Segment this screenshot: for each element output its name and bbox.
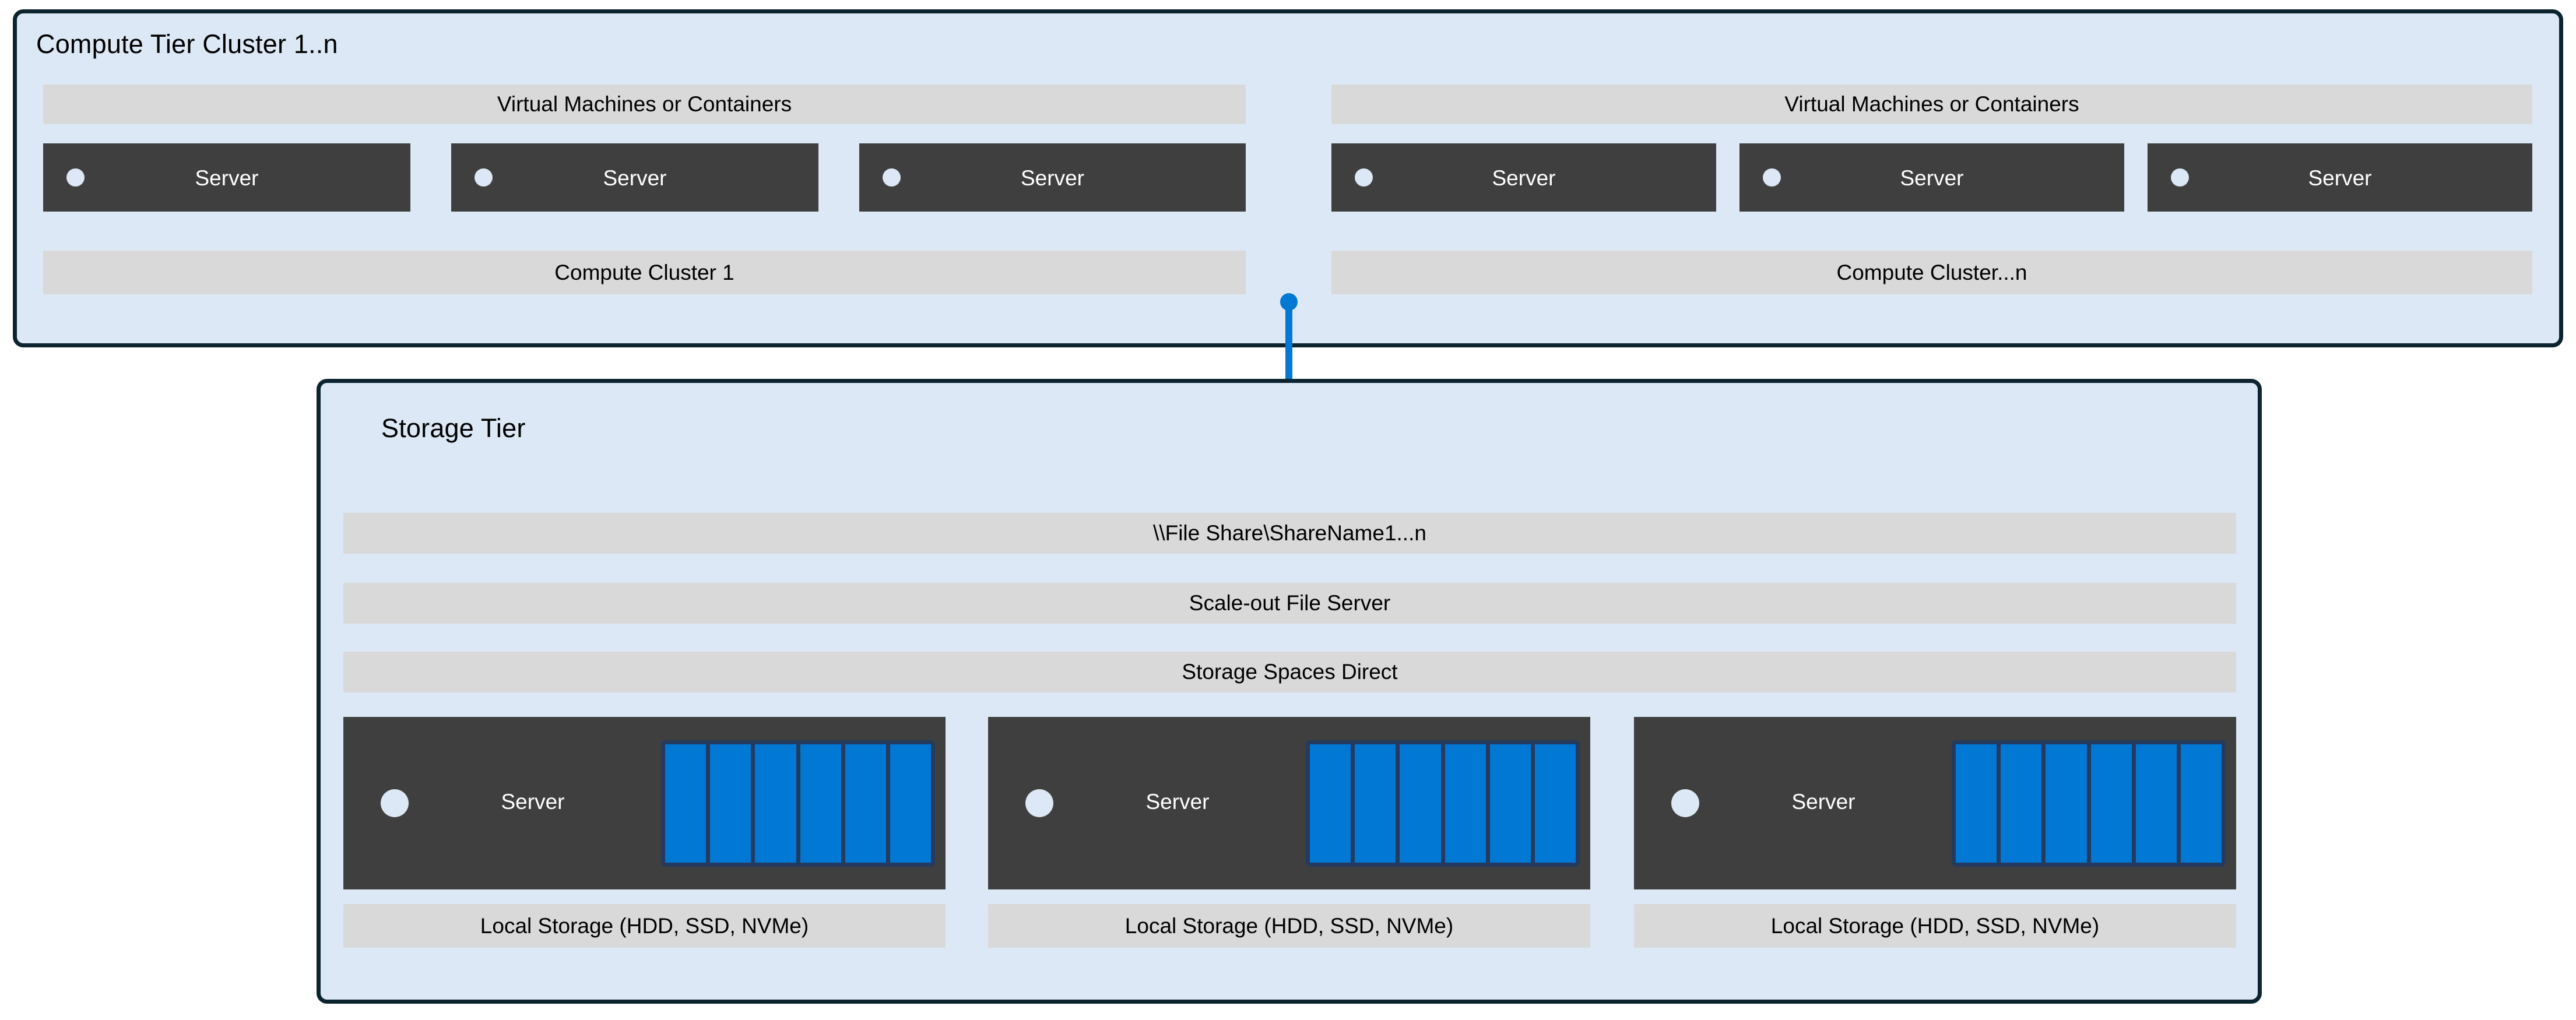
compute-tier-title: Compute Tier Cluster 1..n — [36, 29, 338, 59]
disk-icon — [1355, 744, 1396, 863]
storage-node-3-disk-array — [1952, 740, 2226, 867]
disk-icon — [1534, 744, 1576, 863]
compute-cluster-n-server-1[interactable]: Server — [1331, 143, 1716, 212]
disk-icon — [2001, 744, 2042, 863]
storage-node-1-local-storage-label: Local Storage (HDD, SSD, NVMe) — [343, 904, 946, 948]
status-led-icon — [1763, 168, 1781, 187]
storage-layer-storage-spaces-direct: Storage Spaces Direct — [343, 652, 2236, 692]
disk-icon — [890, 744, 932, 863]
disk-icon — [1310, 744, 1351, 863]
server-label: Server — [1145, 790, 1210, 814]
status-led-icon — [1025, 789, 1053, 817]
storage-node-2-local-storage-label: Local Storage (HDD, SSD, NVMe) — [988, 904, 1590, 948]
server-label: Server — [1900, 166, 1964, 190]
compute-cluster-1-server-2[interactable]: Server — [451, 143, 818, 212]
disk-icon — [800, 744, 841, 863]
compute-cluster-1-server-3[interactable]: Server — [859, 143, 1246, 212]
disk-icon — [755, 744, 796, 863]
disk-icon — [2046, 744, 2087, 863]
disk-icon — [1956, 744, 1997, 863]
status-led-icon — [1671, 789, 1699, 817]
disk-icon — [710, 744, 751, 863]
status-led-icon — [381, 789, 409, 817]
storage-layer-scale-out-file-server: Scale-out File Server — [343, 583, 2236, 624]
server-label: Server — [195, 166, 259, 190]
compute-cluster-n-footer: Compute Cluster...n — [1331, 251, 2532, 294]
compute-cluster-1-header: Virtual Machines or Containers — [43, 85, 1246, 124]
disk-icon — [665, 744, 707, 863]
storage-layer-file-share: \\File Share\ShareName1...n — [343, 513, 2236, 554]
compute-cluster-1-server-1[interactable]: Server — [43, 143, 410, 212]
disk-icon — [1400, 744, 1441, 863]
storage-node-3-local-storage-label: Local Storage (HDD, SSD, NVMe) — [1634, 904, 2236, 948]
storage-node-1-disk-array — [661, 740, 935, 867]
disk-icon — [1445, 744, 1486, 863]
server-label: Server — [1492, 166, 1556, 190]
status-led-icon — [66, 168, 85, 187]
status-led-icon — [2171, 168, 2189, 187]
compute-cluster-n-header: Virtual Machines or Containers — [1331, 85, 2532, 124]
compute-cluster-n-server-3[interactable]: Server — [2148, 143, 2532, 212]
disk-icon — [2135, 744, 2177, 863]
server-label: Server — [1021, 166, 1084, 190]
disk-icon — [2090, 744, 2132, 863]
compute-cluster-n-server-2[interactable]: Server — [1739, 143, 2124, 212]
server-label: Server — [2308, 166, 2372, 190]
compute-cluster-1-footer: Compute Cluster 1 — [43, 251, 1246, 294]
status-led-icon — [475, 168, 493, 187]
disk-icon — [845, 744, 886, 863]
server-label: Server — [1791, 790, 1855, 814]
server-label: Server — [603, 166, 667, 190]
storage-node-1-server[interactable]: Server — [343, 717, 946, 889]
status-led-icon — [883, 168, 901, 187]
storage-node-2-disk-array — [1306, 740, 1580, 867]
disk-icon — [1489, 744, 1531, 863]
server-label: Server — [501, 790, 565, 814]
storage-node-2-server[interactable]: Server — [988, 717, 1590, 889]
storage-tier-title: Storage Tier — [381, 413, 526, 443]
status-led-icon — [1355, 168, 1373, 187]
storage-node-3-server[interactable]: Server — [1634, 717, 2236, 889]
disk-icon — [2180, 744, 2222, 863]
